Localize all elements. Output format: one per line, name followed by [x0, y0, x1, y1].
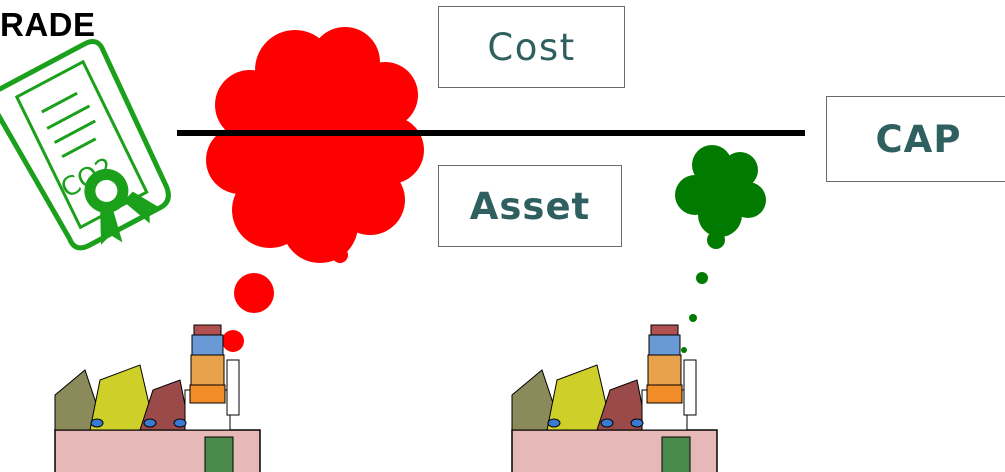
cost-box: Cost — [438, 6, 625, 88]
factory-icon — [511, 324, 718, 472]
factory-icon — [54, 324, 261, 472]
asset-box: Asset — [438, 165, 622, 247]
trade-label: RADE — [0, 6, 96, 43]
cap-box: CAP — [826, 96, 1005, 182]
red-emission-cloud — [206, 27, 424, 383]
co2-certificate-icon: CO2 — [0, 39, 171, 251]
green-emission-cloud — [675, 145, 766, 353]
